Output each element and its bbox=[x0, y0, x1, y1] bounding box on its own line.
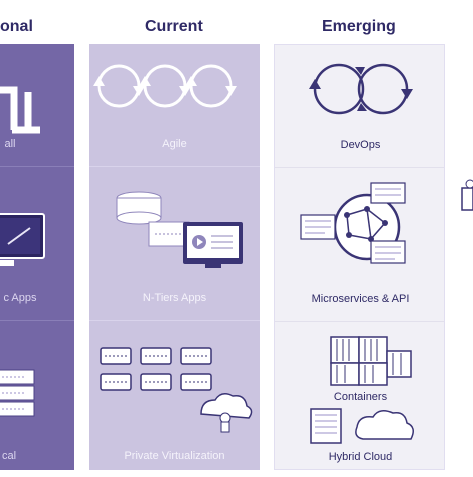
header-current: Current bbox=[145, 18, 203, 35]
microservices-network-icon bbox=[300, 182, 406, 264]
partial-icon bbox=[461, 179, 473, 211]
column-emerging: DevOps Microservices & API bbox=[274, 44, 445, 470]
emerging-row-3-label: Containers bbox=[333, 391, 388, 403]
emerging-row-4-label: Hybrid Cloud bbox=[328, 451, 393, 463]
current-row-2-label: N-Tiers Apps bbox=[142, 292, 207, 304]
server-stack-icon bbox=[0, 369, 35, 417]
current-row-1-label: Agile bbox=[162, 138, 187, 150]
header-traditional: onal bbox=[0, 18, 33, 35]
devops-infinity-icon bbox=[309, 63, 413, 115]
waterfall-icon bbox=[0, 86, 40, 134]
traditional-row-2-label: c Apps bbox=[3, 292, 37, 304]
column-current: Agile N-Tiers Apps bbox=[89, 44, 260, 470]
column-traditional: all c Apps cal bbox=[0, 44, 74, 470]
header-emerging: Emerging bbox=[322, 18, 396, 35]
traditional-row-1-label: all bbox=[4, 138, 16, 150]
virtualization-servers-icon bbox=[100, 347, 253, 433]
current-row-3-label: Private Virtualization bbox=[124, 450, 225, 462]
column-next-cropped bbox=[458, 44, 473, 470]
monitor-icon bbox=[0, 213, 45, 266]
emerging-row-1-label: DevOps bbox=[340, 139, 381, 151]
emerging-row-2-label: Microservices & API bbox=[311, 293, 410, 305]
traditional-row-3-label: cal bbox=[1, 450, 17, 462]
hybrid-cloud-icon bbox=[310, 408, 414, 444]
containers-icon bbox=[330, 336, 412, 386]
n-tier-icon bbox=[116, 191, 243, 268]
agile-cycle-icon bbox=[93, 64, 237, 108]
